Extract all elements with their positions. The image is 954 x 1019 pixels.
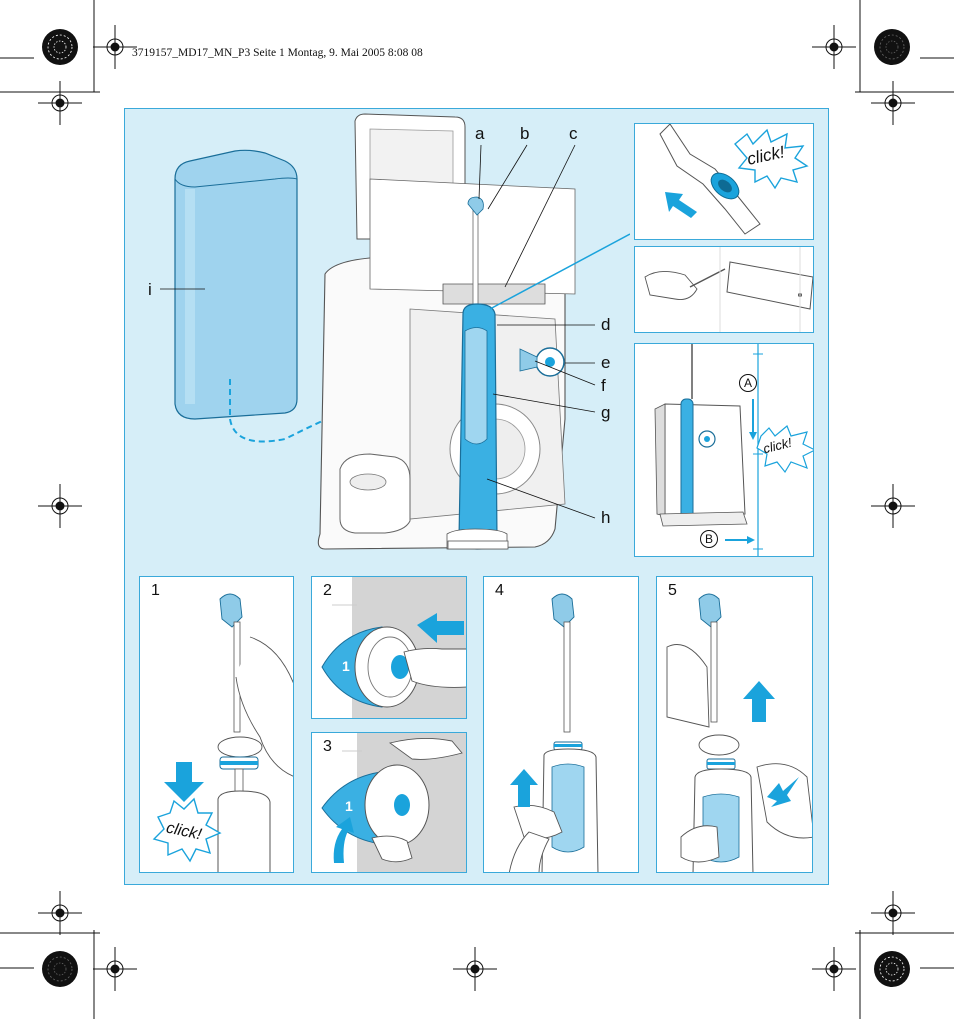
step-panel-3: 3 1 — [311, 732, 467, 873]
callout-d: d — [601, 315, 611, 334]
callout-h: h — [601, 508, 611, 527]
step-1-illustration — [152, 593, 293, 872]
step-4-illustration — [508, 593, 599, 872]
click-burst — [734, 128, 809, 190]
detail-panel-wall-mount: A B click! — [634, 343, 814, 557]
step-number-5: 5 — [668, 582, 677, 599]
print-header: 3719157_MD17_MN_P3 Seite 1 Montag, 9. Ma… — [132, 47, 423, 59]
detail-panel-nozzle-click: click! — [634, 123, 814, 240]
nozzle-click-illustration — [659, 124, 809, 235]
step-number-4: 4 — [495, 582, 504, 599]
step-2-illustration — [321, 577, 466, 718]
step-panel-1: 1 click! — [139, 576, 294, 873]
click-burst-side — [756, 425, 813, 474]
callout-b: b — [520, 124, 530, 143]
step-5-illustration — [666, 593, 812, 872]
dial-number-2: 1 — [342, 658, 350, 674]
step-panel-2: 2 1 — [311, 576, 467, 719]
starburst-marks — [42, 29, 910, 987]
step-3-illustration — [321, 733, 466, 872]
callout-g: g — [601, 403, 611, 422]
step-panel-4: 4 — [483, 576, 639, 873]
wall-mount-illustration — [654, 344, 813, 556]
step-number-3: 3 — [323, 738, 332, 755]
callout-c: c — [569, 124, 578, 143]
detail-panel-brush-cleaning — [634, 246, 814, 333]
callout-e: e — [601, 353, 611, 372]
callout-a: a — [475, 124, 485, 143]
dial-number-3: 1 — [345, 798, 353, 814]
callout-i: i — [148, 280, 152, 299]
step-number-1: 1 — [151, 582, 160, 599]
label-b: B — [700, 530, 718, 548]
main-illustration-area: a b c d e f g h i click! — [124, 108, 829, 885]
toothbrush-handle-illustration — [446, 196, 509, 550]
overview-illustration — [160, 113, 630, 550]
step-number-2: 2 — [323, 582, 332, 599]
click-burst-step1 — [152, 797, 222, 863]
charger-base-illustration — [317, 113, 576, 550]
crosshair-targets — [38, 25, 915, 991]
step-panel-5: 5 — [656, 576, 813, 873]
label-a: A — [739, 374, 757, 392]
water-tank-illustration — [174, 149, 298, 420]
detail-connector — [489, 233, 630, 310]
callout-f: f — [601, 376, 606, 395]
brush-cleaning-illustration — [644, 247, 813, 332]
